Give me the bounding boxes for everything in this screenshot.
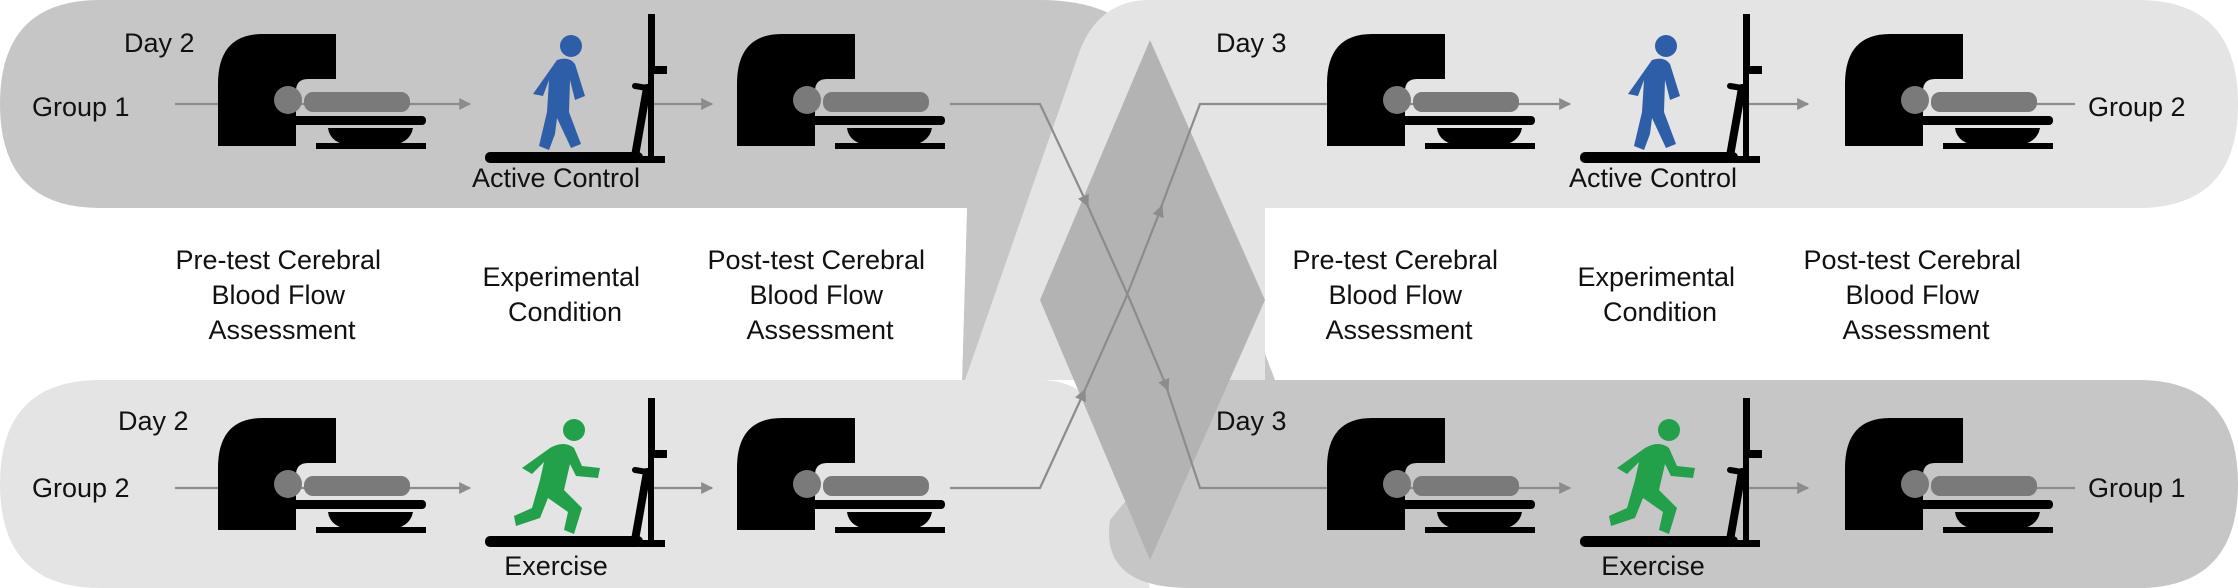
condition-label: Exercise [1601, 551, 1705, 581]
crossover-line-group2-end [1158, 102, 1370, 211]
condition-label: Exercise [504, 551, 608, 581]
crossover-line-group1 [950, 102, 1089, 208]
group-label: Group 2 [2088, 92, 2186, 122]
day-label: Day 3 [1216, 28, 1287, 58]
condition-stage-label: Experimental Condition [482, 262, 647, 327]
crossover-line-group1-continue [1084, 201, 1170, 392]
post-test-stage-label: Post-test Cerebral Blood Flow Assessment [1803, 245, 2028, 345]
pre-test-stage-label: Pre-test Cerebral Blood Flow Assessment [175, 245, 388, 345]
condition-label: Active Control [1569, 163, 1737, 193]
condition-label: Active Control [472, 163, 640, 193]
right-labels: Day 3 Group 2 Active Control Day 3 Group… [1216, 28, 2186, 581]
day-label: Day 3 [1216, 406, 1287, 436]
pre-test-stage-label: Pre-test Cerebral Blood Flow Assessment [1292, 245, 1505, 345]
crossover-line-group1-end [1164, 385, 1370, 490]
group-label: Group 1 [2088, 473, 2186, 503]
crossing-overlap [1040, 40, 1265, 560]
group-label: Group 1 [32, 92, 130, 122]
crossover-line-group2 [950, 388, 1086, 490]
day-label: Day 2 [118, 406, 189, 436]
left-labels: Day 2 Group 1 Active Control Day 2 Group… [32, 28, 932, 581]
gap-right [1270, 208, 2238, 380]
post-test-stage-label: Post-test Cerebral Blood Flow Assessment [707, 245, 932, 345]
crossover-line-group2-continue [1081, 204, 1164, 395]
day-label: Day 2 [124, 28, 195, 58]
group-label: Group 2 [32, 473, 130, 503]
condition-stage-label: Experimental Condition [1577, 262, 1742, 327]
gap-left [0, 208, 967, 380]
